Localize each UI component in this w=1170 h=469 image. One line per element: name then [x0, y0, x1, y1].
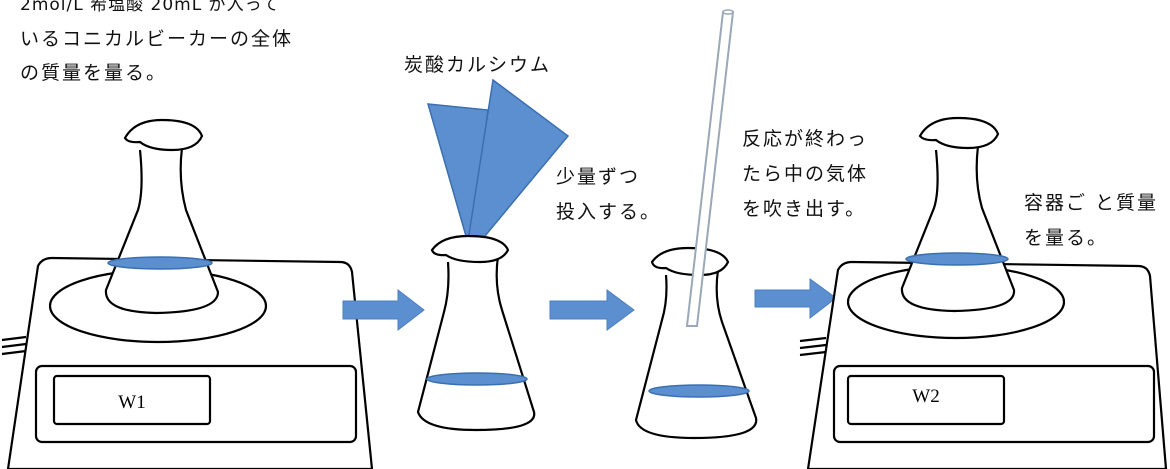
powder-sheet-front: [463, 78, 570, 263]
arrow-3: [754, 278, 837, 320]
step2-line-2: 投入する。: [556, 201, 662, 223]
flask-4-body: [900, 145, 1016, 313]
step1-line-1: 2mol/L 希塩酸 20mL が入って: [20, 0, 280, 15]
flask-1-body: [104, 147, 220, 315]
flask-3-rim: [650, 246, 730, 277]
step3-caption: 反応が終わっ たら中の気体 を吹き出す。: [742, 122, 868, 227]
step2-caption: 少量ずつ 投入する。: [556, 160, 661, 230]
step4-caption: 容器ご と質量 を量る。: [1024, 186, 1158, 256]
step1-caption: 2mol/L 希塩酸 20mL が入って いるコニカルビーカーの全体 の質量を量…: [20, 0, 293, 90]
glass-tube-top: [722, 9, 734, 15]
step3-line-2: たら中の気体: [742, 163, 869, 185]
balance-left-display-label: W1: [118, 392, 145, 413]
step3-line-1: 反応が終わっ: [742, 128, 869, 150]
flask-4-rim: [918, 116, 1000, 150]
step2-line-1: 少量ずつ: [556, 166, 641, 188]
step1-line-2: いるコニカルビーカーの全体: [20, 28, 294, 50]
flask-3: [634, 246, 758, 440]
flask-1: [104, 118, 220, 315]
flask-3-liquid: [648, 384, 750, 398]
step1-line-3: の質量を量る。: [20, 62, 168, 84]
balance-left-display: [52, 374, 212, 426]
step1-caption-clip: 2mol/L 希塩酸 20mL が入って いるコニカルビーカーの全体 の質量を量…: [20, 0, 350, 98]
arrow-1: [342, 288, 425, 332]
flask-2-body: [416, 255, 536, 432]
step4-line-1: 容器ご と質量: [1024, 192, 1159, 214]
balance-right-display: [846, 374, 1006, 426]
step4-line-2: を量る。: [1024, 227, 1109, 249]
flask-2-liquid: [426, 372, 528, 386]
flask-4: [900, 116, 1016, 313]
flask-4-liquid: [905, 252, 1009, 266]
step2-material-label: 炭酸カルシウム: [404, 54, 552, 76]
flask-2-rim: [430, 234, 510, 264]
glass-tube: [685, 9, 735, 327]
step3-line-3: を吹き出す。: [742, 198, 867, 220]
arrow-2: [549, 289, 635, 331]
balance-left-cable: [1, 335, 27, 356]
calcium-carbonate-powder: [426, 78, 570, 263]
flask-2: [416, 234, 536, 432]
balance-right-cable: [799, 336, 827, 357]
flask-1-liquid: [107, 256, 213, 270]
flask-1-rim: [123, 118, 204, 152]
balance-right-display-label: W2: [912, 386, 939, 407]
